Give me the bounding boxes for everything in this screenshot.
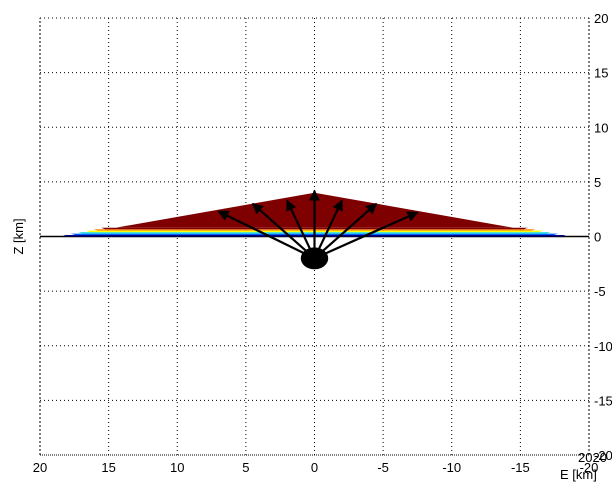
x-axis-label: E [km] [560, 467, 597, 482]
y-tick-label-3: 5 [594, 175, 601, 190]
y-tick-label-5: -5 [594, 284, 606, 299]
chart-marks [115, 189, 514, 270]
y-tick-label-4: 0 [594, 230, 601, 245]
x-tick-label-1: 15 [101, 460, 115, 475]
x-tick-label-7: -15 [511, 460, 530, 475]
corner-tick-overlap: 2020 [578, 450, 607, 465]
vector-arrow-6 [314, 211, 419, 260]
x-tick-label-8: -20 [580, 460, 599, 475]
x-tick-label-2: 10 [170, 460, 184, 475]
x-tick-label-3: 5 [242, 460, 249, 475]
y-tick-label-7: -15 [594, 393, 612, 408]
tick-labels: 20 15 10 5 0 -5 -10 -15 -20 20 15 10 5 0 -5 -10 -15 -20 [33, 11, 612, 475]
y-tick-label-8: -20 [594, 448, 612, 463]
y-tick-label-0: 20 [594, 11, 608, 26]
plot-frame [39, 17, 590, 456]
x-tick-label-5: -5 [377, 460, 389, 475]
y-axis-label: Z [km] [11, 218, 26, 254]
x-tick-label-4: 0 [311, 460, 318, 475]
x-tick-label-0: 20 [33, 460, 47, 475]
y-tick-label-1: 15 [594, 66, 608, 81]
vector-arrow-0 [217, 210, 315, 260]
vector-arrow-5 [313, 202, 378, 260]
x-tick-label-6: -10 [442, 460, 461, 475]
vector-arrow-1 [251, 202, 316, 260]
y-tick-label-6: -10 [594, 339, 612, 354]
source-origin-marker [300, 247, 329, 270]
y-tick-label-2: 10 [594, 120, 608, 135]
